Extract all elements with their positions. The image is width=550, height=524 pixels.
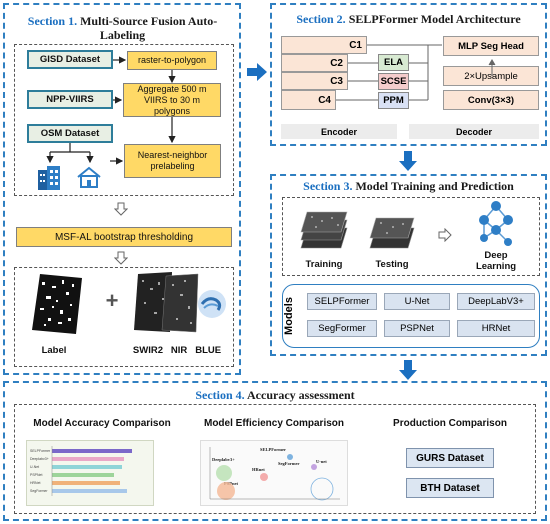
encoder-c4-box: C4 <box>281 90 336 110</box>
section-2-connectors <box>336 44 496 101</box>
section-1-title-text: Multi-Source Fusion Auto-Labeling <box>77 14 218 42</box>
bth-dataset-box: BTH Dataset <box>406 478 494 498</box>
gisd-dataset-box: GISD Dataset <box>27 50 113 69</box>
house-icon <box>76 165 102 189</box>
gurs-dataset-box: GURS Dataset <box>406 448 494 468</box>
ppm-module-box: PPM <box>378 92 409 109</box>
models-panel <box>282 284 540 348</box>
section-3-title-text: Model Training and Prediction <box>352 179 514 193</box>
svg-text:U-net: U-net <box>316 459 327 464</box>
models-label: Models <box>283 297 295 335</box>
section-4-title-text: Accuracy assessment <box>244 388 355 402</box>
section-2-title-text: SELPFormer Model Architecture <box>345 12 521 26</box>
source-fusion-frame <box>14 44 234 196</box>
deep-learning-caption: Deep Learning <box>475 250 517 272</box>
ela-module-box: ELA <box>378 54 409 71</box>
svg-text:SELPFormer: SELPFormer <box>30 449 51 453</box>
decoder-label: Decoder <box>409 124 539 139</box>
section-4-title: Section 4. Accuracy assessment <box>140 388 410 402</box>
label-caption: Label <box>41 345 67 356</box>
svg-text:SegFormer: SegFormer <box>278 461 300 466</box>
section-3-number: Section 3. <box>303 179 353 193</box>
encoder-c3-box: C3 <box>281 72 348 90</box>
down-arrow-icon <box>113 251 129 265</box>
efficiency-comparison-title: Model Efficiency Comparison <box>203 418 345 429</box>
svg-text:Deeplabv3+: Deeplabv3+ <box>212 457 235 462</box>
msf-al-thresholding-box: MSF-AL bootstrap thresholding <box>16 227 232 247</box>
section-4-panel <box>3 381 547 521</box>
section-3-title: Section 3. Model Training and Prediction <box>276 179 541 193</box>
label-mask-image <box>32 274 82 334</box>
raster-to-polygon-box: raster-to-polygon <box>127 51 217 70</box>
model-selpformer: SELPFormer <box>307 293 377 310</box>
section-3-panel <box>270 174 547 356</box>
section-2-panel <box>270 3 547 146</box>
satellite-bands-image <box>134 272 226 333</box>
mlp-seg-head-box: MLP Seg Head <box>443 36 539 56</box>
section-2-title: Section 2. SELPFormer Model Architecture <box>276 12 541 26</box>
encoder-c2-box: C2 <box>281 54 348 72</box>
testing-stack-image <box>369 217 415 249</box>
flow-arrow-down-icon <box>399 151 417 171</box>
training-frame <box>282 197 540 276</box>
nearest-neighbor-box: Nearest-neighbor prelabeling <box>124 144 221 178</box>
encoder-c1-box: C1 <box>281 36 367 54</box>
accuracy-comparison-title: Model Accuracy Comparison <box>33 418 171 429</box>
conv-box: Conv(3×3) <box>443 90 539 110</box>
osm-dataset-box: OSM Dataset <box>27 124 113 143</box>
production-comparison-title: Production Comparison <box>393 418 507 429</box>
svg-text:PSPNet: PSPNet <box>30 473 42 477</box>
section-1-panel <box>3 3 241 375</box>
svg-text:Deeplabv3+: Deeplabv3+ <box>30 457 49 461</box>
aggregate-viirs-box: Aggregate 500 m VIIRS to 30 m polygons <box>123 83 221 117</box>
training-stack-image <box>300 211 348 249</box>
plus-icon: + <box>105 288 119 313</box>
section-1-number: Section 1. <box>27 14 78 28</box>
model-hrnet: HRNet <box>457 320 535 337</box>
model-deeplabv3plus: DeepLabV3+ <box>457 293 535 310</box>
svg-text:HRnet: HRnet <box>252 467 265 472</box>
npp-viirs-box: NPP-VIIRS <box>27 90 113 109</box>
neural-network-icon <box>479 201 513 246</box>
scse-module-box: SCSE <box>378 73 409 90</box>
label-image-frame <box>14 267 234 367</box>
buildings-icon <box>36 164 66 190</box>
down-arrow-icon <box>113 202 129 216</box>
svg-text:PSPnet: PSPnet <box>224 481 239 486</box>
section-1-title: Section 1. Multi-Source Fusion Auto-Labe… <box>20 14 225 42</box>
flow-arrow-right-icon <box>247 63 267 81</box>
encoder-label: Encoder <box>281 124 397 139</box>
model-pspnet: PSPNet <box>384 320 450 337</box>
right-arrow-icon <box>438 227 452 243</box>
bands-caption: SWIR2 NIR BLUE <box>132 345 222 356</box>
svg-text:SELPFormer: SELPFormer <box>260 447 286 452</box>
upsample-box: 2×Upsample <box>443 66 539 86</box>
model-unet: U-Net <box>384 293 450 310</box>
svg-text:SegFormer: SegFormer <box>30 489 48 493</box>
flow-arrow-down-icon <box>399 360 417 380</box>
model-segformer: SegFormer <box>307 320 377 337</box>
training-caption: Training <box>305 259 343 270</box>
testing-caption: Testing <box>375 259 409 270</box>
section-1-connectors <box>46 56 176 165</box>
svg-text:U-Net: U-Net <box>30 465 39 469</box>
section-2-number: Section 2. <box>296 12 346 26</box>
svg-text:HRNet: HRNet <box>30 481 41 485</box>
assessment-frame <box>14 404 536 514</box>
section-4-number: Section 4. <box>195 388 245 402</box>
